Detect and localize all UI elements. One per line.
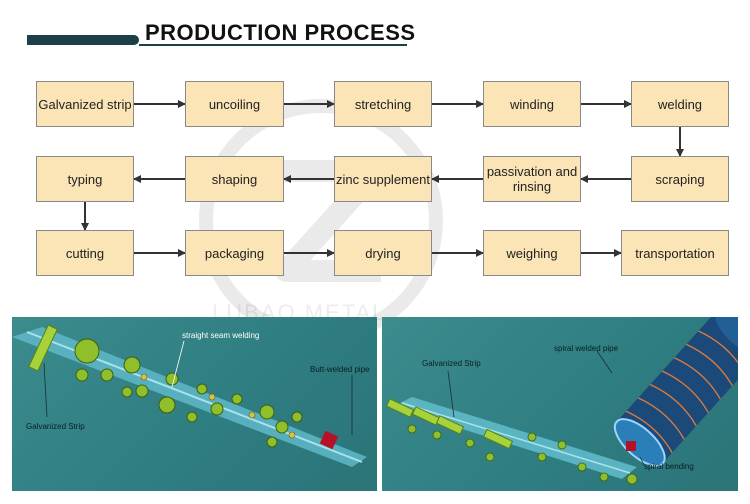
title-underline: [139, 44, 407, 46]
spiral-pipe-line-illustration: [385, 317, 738, 485]
step-drying: drying: [334, 230, 432, 276]
straight-seam-line-illustration: [12, 324, 367, 467]
title-accent-bar: [27, 35, 139, 45]
step-cutting: cutting: [36, 230, 134, 276]
spiral-bending-label: spiral bending: [644, 462, 694, 471]
spiral-welded-pipe-label: spiral welded pipe: [554, 344, 619, 353]
step-zinc-supplement: zinc supplement: [334, 156, 432, 202]
page-title: PRODUCTION PROCESS: [145, 20, 416, 45]
step-welding: welding: [631, 81, 729, 127]
spiral-welding-illustration: Galvanized Strip spiral welded pipe spir…: [382, 317, 738, 491]
galvanized-strip-label: Galvanized Strip: [26, 422, 85, 431]
step-galvanized-strip: Galvanized strip: [36, 81, 134, 127]
step-shaping: shaping: [185, 156, 284, 202]
flow-arrows: [81, 100, 684, 257]
galvanized-strip-label-right: Galvanized Strip: [422, 359, 481, 368]
straight-seam-welding-illustration: straight seam welding Butt-welded pipe G…: [12, 317, 377, 491]
step-winding: winding: [483, 81, 581, 127]
butt-welded-pipe-label: Butt-welded pipe: [310, 365, 370, 374]
step-transportation: transportation: [621, 230, 729, 276]
step-stretching: stretching: [334, 81, 432, 127]
step-weighing: weighing: [483, 230, 581, 276]
step-packaging: packaging: [185, 230, 284, 276]
step-scraping: scraping: [631, 156, 729, 202]
step-uncoiling: uncoiling: [185, 81, 284, 127]
step-typing: typing: [36, 156, 134, 202]
step-passivation-and-rinsing: passivation and rinsing: [483, 156, 581, 202]
straight-seam-welding-label: straight seam welding: [182, 331, 260, 340]
